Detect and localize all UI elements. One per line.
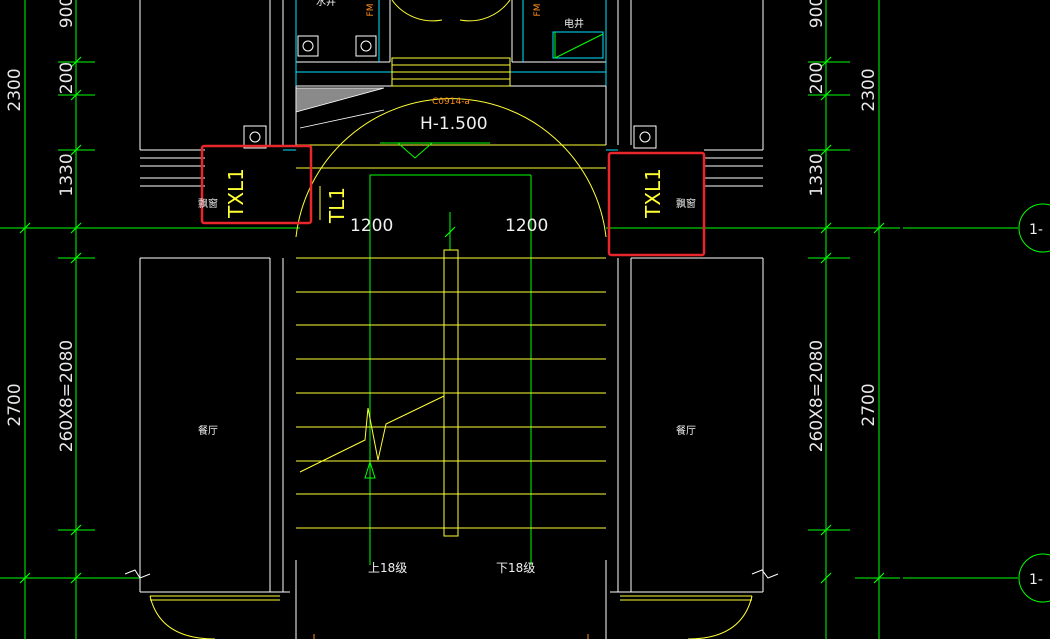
elevation-label: H-1.500 — [420, 114, 488, 134]
dim-right-1330: 1330 — [807, 153, 827, 196]
dim-left-2300: 2300 — [5, 68, 25, 111]
dim-right-2700: 2700 — [859, 383, 879, 426]
fm-label-left: FM — [366, 4, 376, 17]
walls — [124, 0, 779, 639]
axis-marker-upper-label: 1- — [1029, 222, 1043, 238]
dining-label-right: 餐厅 — [676, 424, 696, 437]
dim-right-200: 200 — [807, 62, 827, 94]
fm-label-right: FM — [533, 4, 543, 17]
dim-right-260x8: 260X8=2080 — [807, 340, 827, 452]
up-18-label: 上18级 — [368, 561, 407, 575]
dim-left-1330: 1330 — [57, 153, 77, 196]
door-code-label: C0914-a — [432, 97, 470, 107]
dim-left-200: 200 — [57, 62, 77, 94]
dim-left-900: 900 — [57, 0, 77, 28]
dim-left-2700: 2700 — [5, 383, 25, 426]
dining-label-left: 餐厅 — [198, 424, 218, 437]
hatch-area — [295, 87, 385, 113]
axis-marker-lower-label: 1- — [1029, 572, 1043, 588]
electric-shaft-label: 电井 — [564, 17, 584, 30]
highlight-box-right — [607, 151, 706, 257]
txl1-label-left: TXL1 — [224, 168, 248, 219]
up-arrow-icon — [364, 460, 376, 479]
water-shaft-label: 水井 — [316, 0, 336, 8]
highlight-box-left — [200, 144, 313, 225]
dim-left-260x8: 260X8=2080 — [57, 340, 77, 452]
txl1-label-right: TXL1 — [641, 168, 665, 219]
dim-right-900: 900 — [807, 0, 827, 28]
landing-width-left: 1200 — [350, 216, 393, 236]
bay-window-label-left: 飘窗 — [198, 197, 218, 210]
grid-ticks — [19, 56, 885, 584]
axis-marker-upper — [1018, 203, 1050, 253]
bay-window-label-right: 飘窗 — [676, 197, 696, 210]
axis-marker-lower — [1018, 553, 1050, 603]
down-18-label: 下18级 — [496, 561, 535, 575]
dim-right-2300: 2300 — [859, 68, 879, 111]
tl1-label: TL1 — [325, 187, 349, 224]
landing-width-right: 1200 — [505, 216, 548, 236]
yellow-lines — [149, 57, 753, 639]
